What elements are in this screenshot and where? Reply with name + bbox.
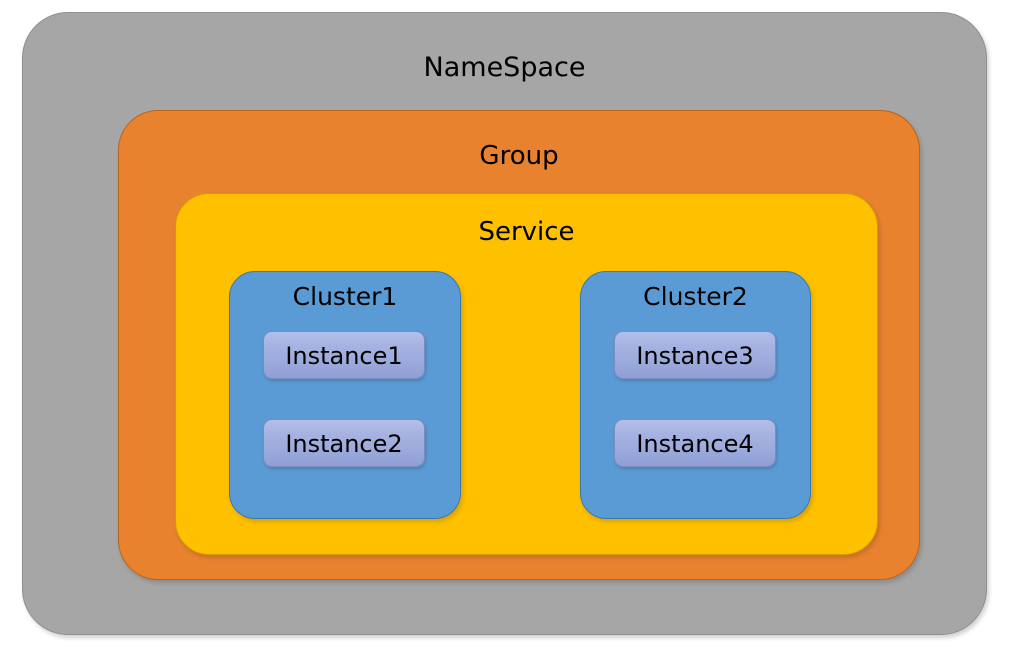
instance-box-instance3[interactable] — [614, 331, 776, 379]
instance4-label: Instance4 — [636, 430, 754, 458]
instance2-label: Instance2 — [285, 430, 403, 458]
instance-box-instance1[interactable] — [263, 331, 425, 379]
cluster-box-cluster2[interactable] — [580, 271, 811, 519]
service-label: Service — [478, 217, 575, 247]
cluster2-label: Cluster2 — [643, 282, 748, 311]
cluster-box-cluster1[interactable] — [229, 271, 461, 519]
cluster1-label: Cluster1 — [292, 282, 398, 311]
instance3-label: Instance3 — [636, 342, 754, 370]
instance1-label: Instance1 — [285, 342, 403, 370]
instance-box-instance2[interactable] — [263, 419, 425, 467]
namespace-label: NameSpace — [423, 52, 586, 83]
group-label: Group — [479, 141, 559, 171]
instance-box-instance4[interactable] — [614, 419, 776, 467]
